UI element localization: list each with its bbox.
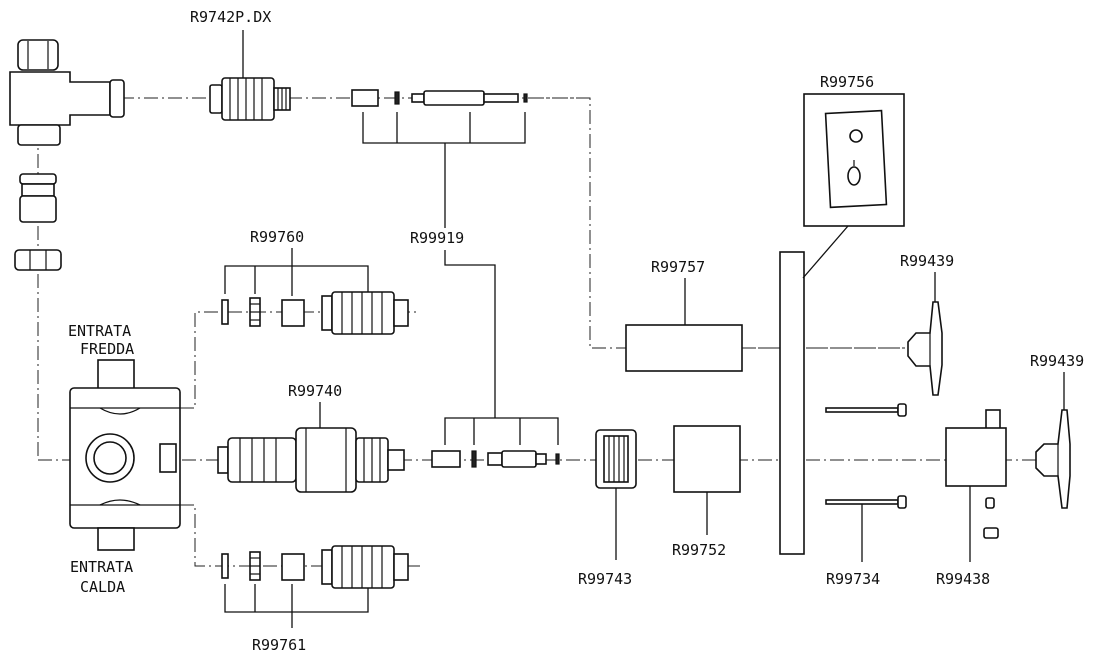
label-r99756: R99756	[820, 73, 874, 91]
extension-r99757	[625, 324, 743, 372]
cartridge-r9742p-dx	[209, 77, 291, 121]
hot-inlet-label-line2: CALDA	[80, 578, 125, 596]
hex-nut	[14, 249, 62, 271]
label-r99760: R99760	[250, 228, 304, 246]
handle-r99439-upper	[907, 301, 943, 396]
screws-r99734	[825, 403, 907, 509]
spindle-set-middle	[431, 450, 560, 468]
label-r99740: R99740	[288, 382, 342, 400]
knob-body-r99438	[945, 409, 1007, 539]
label-r99919: R99919	[410, 229, 464, 247]
hot-inlet-label-line1: ENTRATA	[70, 558, 133, 576]
ring-nut-r99743	[595, 429, 637, 489]
label-r99438: R99438	[936, 570, 990, 588]
mixer-valve-body	[69, 359, 181, 551]
handle-r99439-lower	[1035, 409, 1071, 509]
thermostatic-cartridge-r99740	[217, 427, 405, 493]
wall-plate-side	[779, 251, 805, 555]
label-r99734: R99734	[826, 570, 880, 588]
sleeve-r99752	[673, 425, 741, 493]
cartridge-set-r99760	[221, 291, 409, 335]
label-r99439-upper: R99439	[900, 252, 954, 270]
elbow-fitting	[9, 39, 125, 146]
cold-inlet-label-line1: ENTRATA	[68, 322, 131, 340]
nipple-fitting	[19, 173, 57, 223]
label-r99761: R99761	[252, 636, 306, 654]
label-r99439-lower: R99439	[1030, 352, 1084, 370]
cover-plate-r99756	[803, 93, 905, 227]
cartridge-set-r99761	[221, 545, 409, 589]
cold-inlet-label-line2: FREDDA	[80, 340, 134, 358]
label-r99743: R99743	[578, 570, 632, 588]
spindle-set-top	[351, 89, 528, 107]
label-r9742p-dx: R9742P.DX	[190, 8, 271, 26]
label-r99752: R99752	[672, 541, 726, 559]
label-r99757: R99757	[651, 258, 705, 276]
